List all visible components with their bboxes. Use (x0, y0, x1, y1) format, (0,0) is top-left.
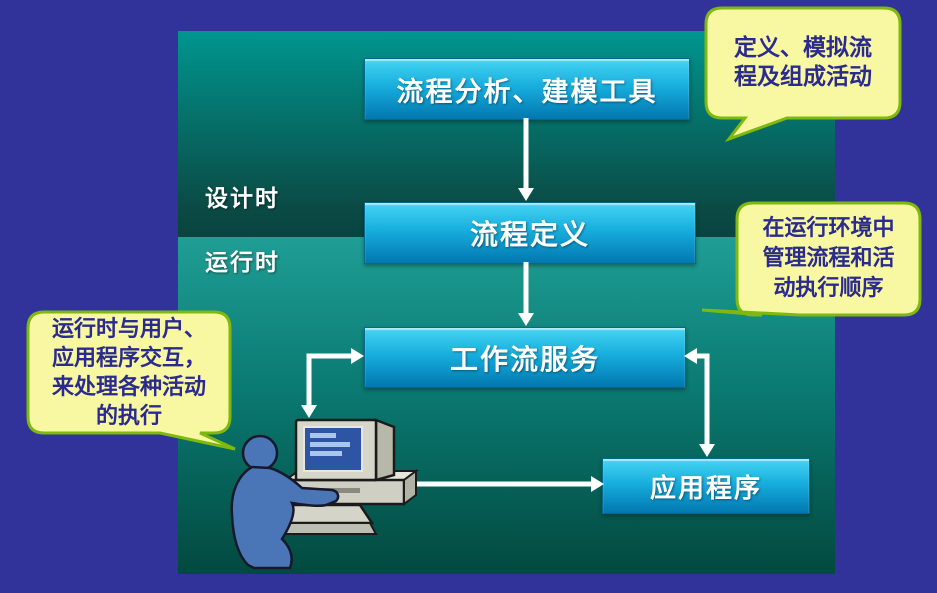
callout-bubble-shape (704, 6, 902, 143)
callout-define-simulate-text: 定义、模拟流 程及组成活动 (734, 35, 872, 90)
computer-case-side (403, 469, 417, 506)
box-modeling-tool: 流程分析、建模工具 (364, 58, 690, 120)
screen-text-line (310, 433, 336, 438)
callout-manage-runtime-text: 在运行环境中 管理流程和活 动执行顺序 (762, 216, 895, 301)
design-time-label: 设计时 (205, 186, 280, 212)
user-at-computer-clipart (230, 418, 419, 570)
person-body (230, 465, 340, 570)
box-application: 应用程序 (602, 458, 810, 514)
run-time-label: 运行时 (205, 250, 280, 276)
floppy-slot (315, 488, 360, 493)
box-process-definition: 流程定义 (364, 202, 696, 264)
callout-define-simulate: 定义、模拟流 程及组成活动 (700, 2, 920, 147)
callout-bubble-shape (701, 201, 922, 317)
callout-bubble-shape (26, 310, 236, 451)
monitor-side (374, 418, 396, 482)
callout-user-interaction-text: 运行时与用户、 应用程序交互， 来处理各种活动 的执行 (51, 316, 206, 429)
callout-manage-runtime: 在运行环境中 管理流程和活 动执行顺序 (695, 198, 927, 326)
box-workflow-service: 工作流服务 (364, 327, 686, 388)
screen-text-line (310, 451, 342, 456)
callout-user-interaction: 运行时与用户、 应用程序交互， 来处理各种活动 的执行 (22, 306, 252, 461)
screen-text-line (310, 442, 350, 447)
keyboard-shelf (276, 522, 378, 535)
